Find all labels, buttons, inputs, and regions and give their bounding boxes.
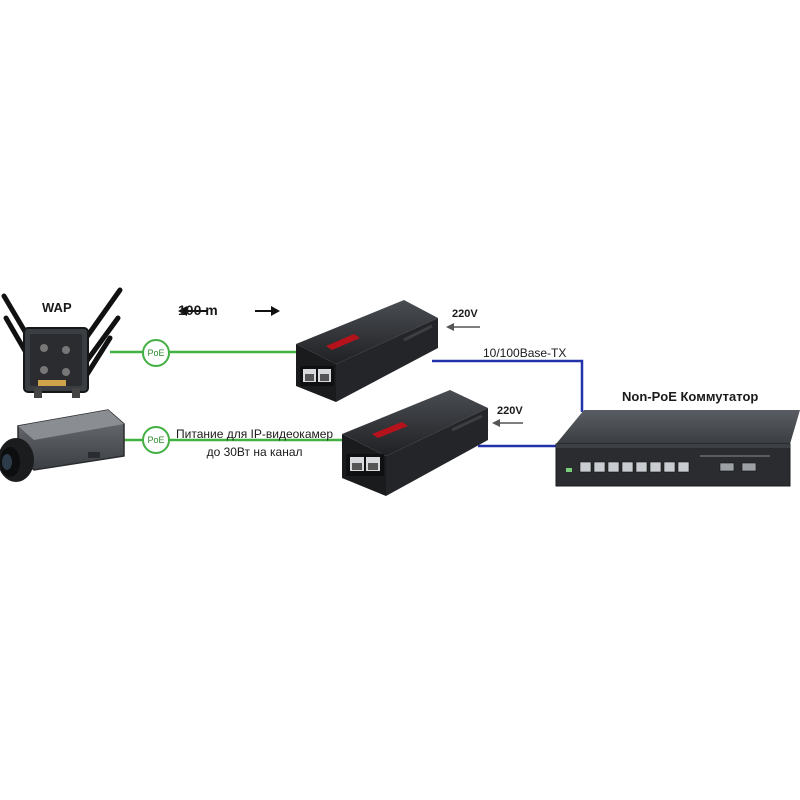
- uplink-label: 10/100Base-TX: [483, 346, 567, 360]
- switch-port: [649, 461, 662, 473]
- power-arrow-icon-2: [492, 419, 523, 427]
- power-arrow-icon-1: [446, 323, 480, 331]
- network-switch-icon: [555, 410, 800, 487]
- arrow-left-icon: [178, 306, 208, 316]
- arrow-right-icon: [255, 306, 280, 316]
- switch-port: [607, 461, 620, 473]
- data-link-injector-1: [432, 359, 584, 412]
- switch-sfp-port: [719, 462, 735, 472]
- poe-injector-icon-2: [342, 390, 488, 496]
- poe-badge-camera: PoE: [142, 426, 170, 454]
- switch-port: [663, 461, 676, 473]
- switch-port: [579, 461, 592, 473]
- switch-port: [677, 461, 690, 473]
- poe-badge-wap: PoE: [142, 339, 170, 367]
- injector-2-power-label: 220V: [497, 405, 523, 417]
- wireless-access-point-icon: [1, 287, 123, 398]
- power-note-line-2: до 30Вт на канал: [206, 445, 303, 459]
- switch-port: [635, 461, 648, 473]
- injector-1-power-label: 220V: [452, 308, 478, 320]
- poe-injector-icon: [296, 300, 438, 402]
- switch-sfp-port: [741, 462, 757, 472]
- power-note-line-1: Питание для IP-видеокамер: [176, 427, 334, 441]
- distance-label: 100 m: [178, 302, 218, 318]
- wap-label: WAP: [42, 300, 72, 315]
- switch-port-group: [579, 461, 757, 473]
- switch-port: [621, 461, 634, 473]
- switch-label: Non-PoE Коммутатор: [622, 389, 759, 404]
- switch-port: [593, 461, 606, 473]
- ip-camera-icon: [0, 409, 125, 482]
- power-note: Питание для IP-видеокамер до 30Вт на кан…: [176, 425, 333, 461]
